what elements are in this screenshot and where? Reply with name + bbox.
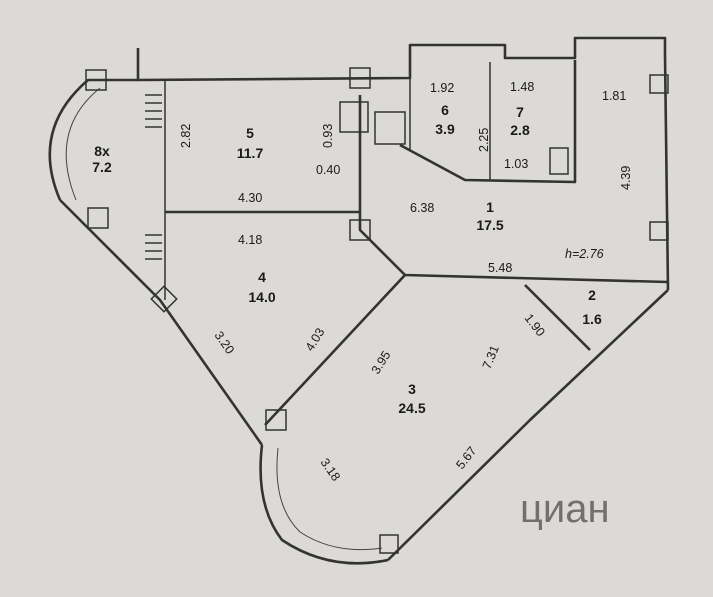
shower-fixture (549, 147, 569, 175)
room-3-number: 3 (408, 381, 416, 397)
room-4-area: 14.0 (248, 289, 275, 305)
ceiling-height: h=2.76 (565, 247, 604, 261)
room-6-area: 3.9 (435, 121, 455, 137)
dim-5: 0.93 (321, 124, 335, 148)
dim-1: 1.92 (430, 81, 454, 95)
dim-10: 4.30 (238, 191, 262, 205)
column-4 (649, 221, 669, 241)
room-labels: 8x 7.2 5 11.7 6 3.9 7 2.8 1 17.5 4 14.0 … (92, 102, 603, 416)
room-3-area: 24.5 (398, 400, 425, 416)
column-9 (150, 285, 178, 313)
room-4-number: 4 (258, 269, 266, 285)
room-8-number: 8x (94, 143, 110, 159)
room-1-number: 1 (486, 199, 494, 215)
columns (85, 67, 669, 554)
room-6-number: 6 (441, 102, 449, 118)
dim-4: 2.82 (179, 124, 193, 148)
inner-walls (165, 60, 669, 426)
room-7-area: 2.8 (510, 122, 530, 138)
room-2-area: 1.6 (582, 311, 602, 327)
column-6 (87, 207, 109, 229)
bath-fixture (374, 111, 406, 145)
column-2 (349, 67, 371, 89)
room-5-number: 5 (246, 125, 254, 141)
room-5-area: 11.7 (237, 145, 264, 161)
dim-16: 3.95 (369, 348, 394, 376)
room-8-area: 7.2 (92, 159, 112, 175)
dim-11: 6.38 (410, 201, 434, 215)
dim-15: 4.03 (303, 325, 328, 353)
column-5 (349, 219, 371, 241)
dim-8: 0.40 (316, 163, 340, 177)
sink (339, 101, 369, 133)
dim-20: 5.67 (453, 444, 479, 472)
dim-2: 1.48 (510, 80, 534, 94)
fixtures (339, 101, 569, 175)
dim-3: 1.81 (602, 89, 626, 103)
dim-19: 3.18 (318, 456, 343, 484)
dim-7: 4.39 (619, 166, 633, 190)
room-7-number: 7 (516, 104, 524, 120)
dim-18: 7.31 (480, 343, 502, 371)
stair-hatching (145, 94, 162, 260)
dim-9: 1.03 (504, 157, 528, 171)
dim-13: 5.48 (488, 261, 512, 275)
column-8 (379, 534, 399, 554)
watermark-logo: циан (520, 487, 610, 531)
dim-14: 3.20 (212, 329, 237, 357)
column-7 (265, 409, 287, 431)
outer-walls (48, 36, 670, 565)
room-2-number: 2 (588, 287, 596, 303)
room-1-area: 17.5 (476, 217, 503, 233)
dim-6: 2.25 (477, 128, 491, 152)
dim-12: 4.18 (238, 233, 262, 247)
column-1 (85, 69, 107, 91)
column-3 (649, 74, 669, 94)
dim-17: 1.90 (522, 311, 548, 339)
